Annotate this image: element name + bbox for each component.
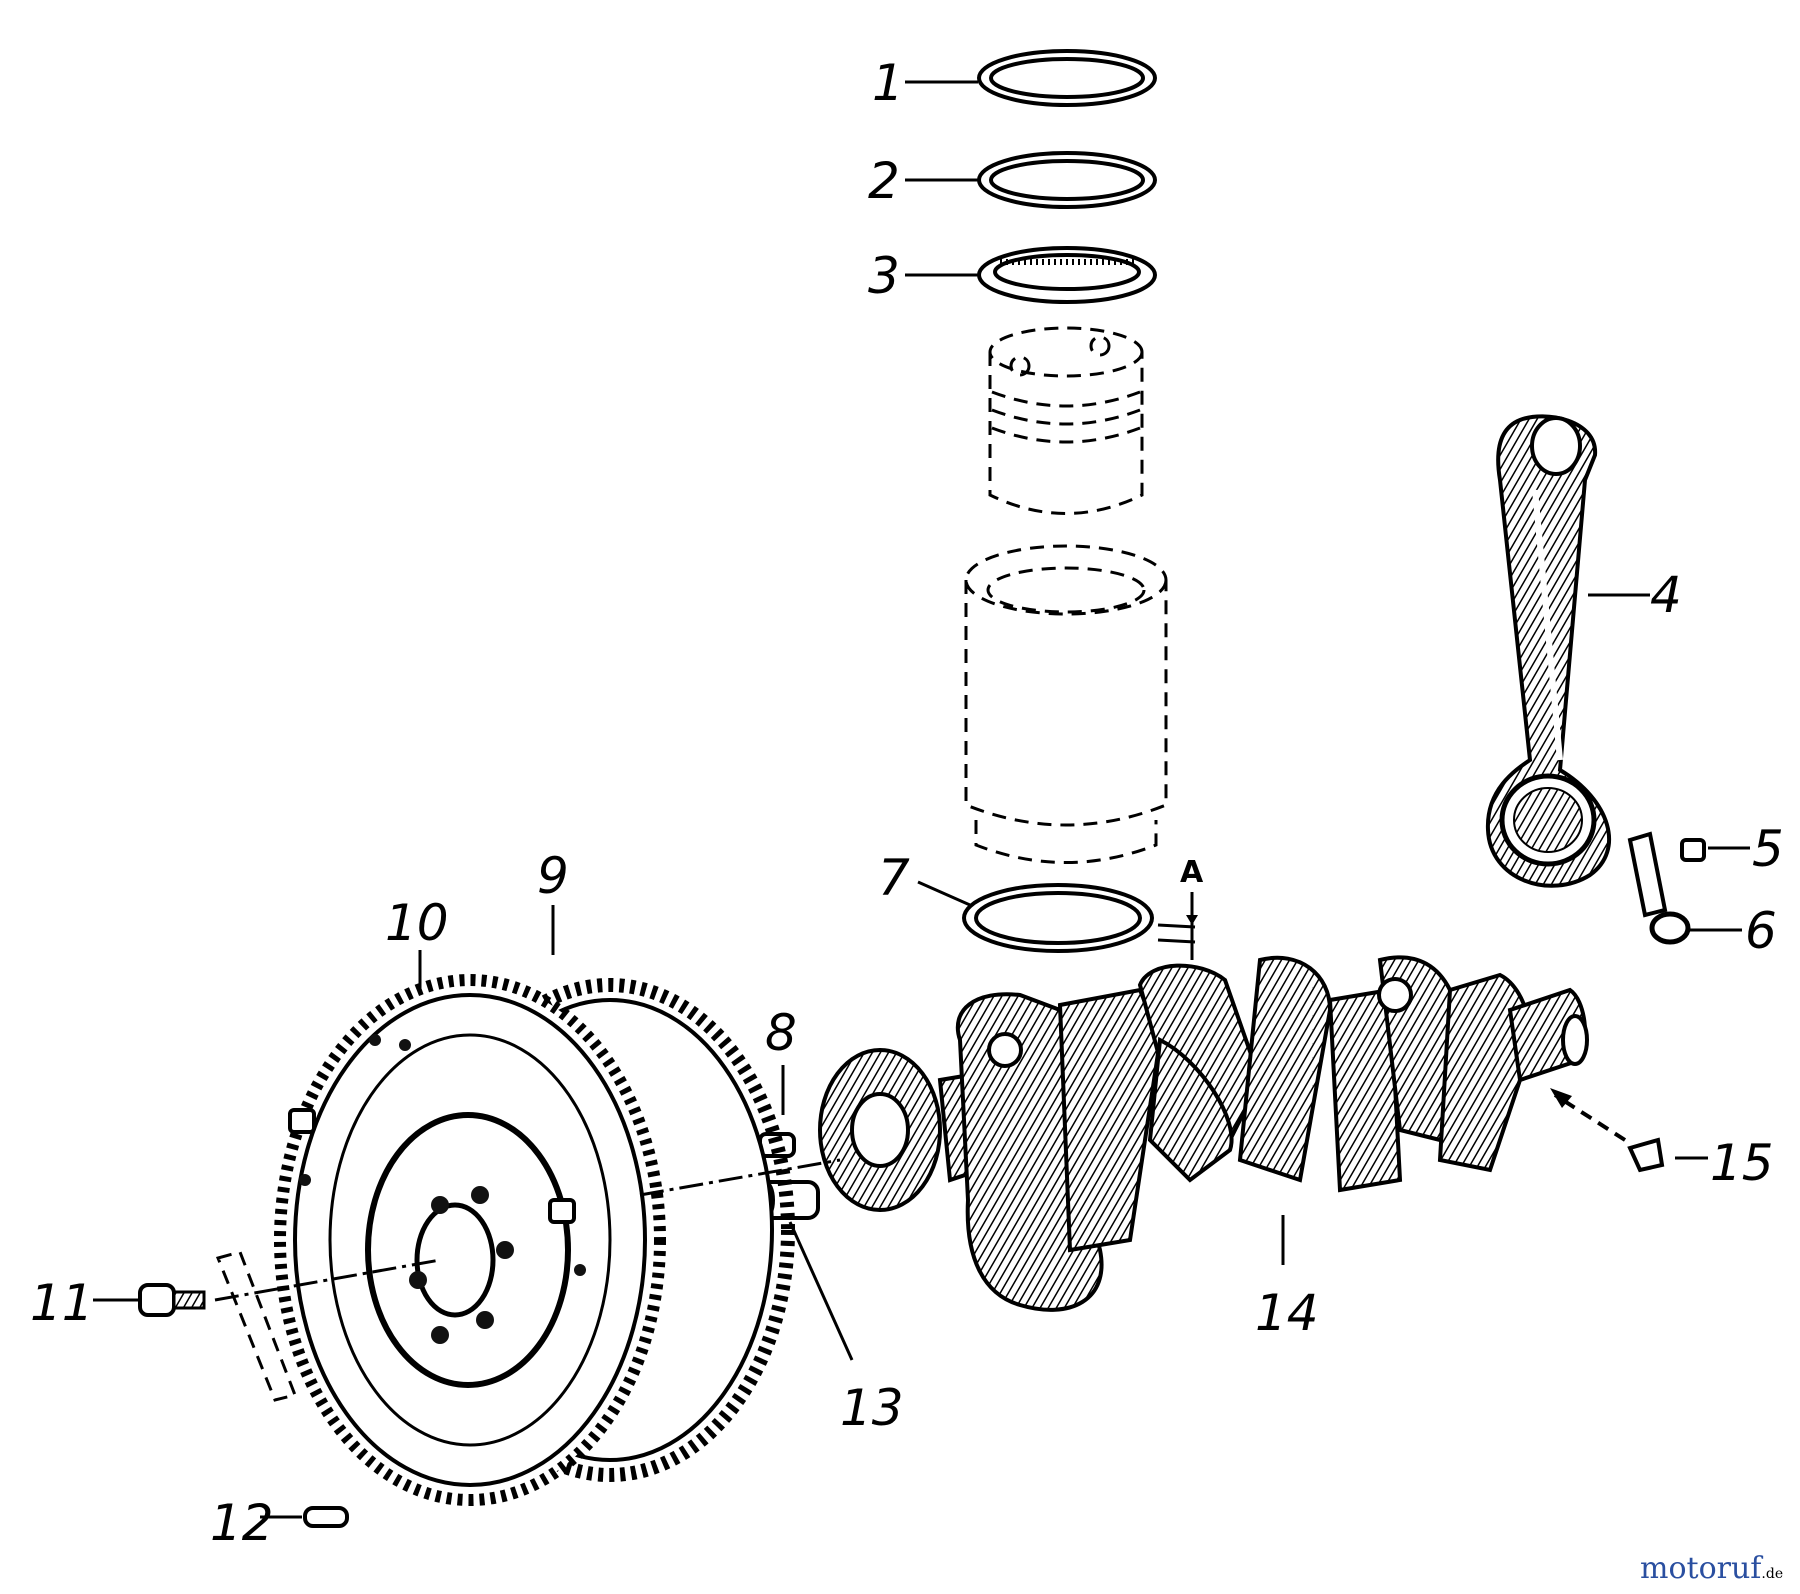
piston-ring-2 [977,151,1157,209]
dowel-pin-12 [303,1506,349,1528]
callout-8: 8 [765,1004,797,1062]
callout-3: 3 [868,247,900,305]
dimension-a-label: A [1180,855,1204,890]
flywheel-screw-11 [138,1283,206,1317]
crankshaft [818,955,1589,1312]
watermark-text: motoruf [1640,1551,1763,1586]
callout-11: 11 [30,1274,94,1332]
watermark-suffix: .de [1761,1566,1783,1582]
callout-15: 15 [1710,1134,1774,1192]
piston-outline [988,326,1144,515]
callout-10: 10 [385,894,449,952]
dimension-a-marker [1157,892,1198,960]
piston-ring-3 [977,246,1157,304]
callout-13: 13 [840,1379,904,1437]
seal-ring-7 [962,883,1154,953]
flywheel [274,974,666,1506]
callout-5: 5 [1752,820,1784,878]
callout-4: 4 [1650,566,1682,624]
watermark: motoruf.de [1640,1551,1783,1586]
callout-14: 14 [1255,1284,1319,1342]
woodruff-key-15 [1550,1088,1665,1173]
piston-ring-1 [977,49,1157,107]
rod-nut-5 [1680,838,1706,862]
callout-1: 1 [872,54,904,112]
callout-7: 7 [878,849,910,907]
cylinder-liner-outline [964,544,1168,864]
callout-6: 6 [1745,902,1777,960]
callout-2: 2 [868,152,900,210]
callout-9: 9 [537,847,569,905]
callout-12: 12 [210,1494,274,1552]
connecting-rod [1485,414,1612,888]
rod-bolt-6 [1627,831,1691,945]
